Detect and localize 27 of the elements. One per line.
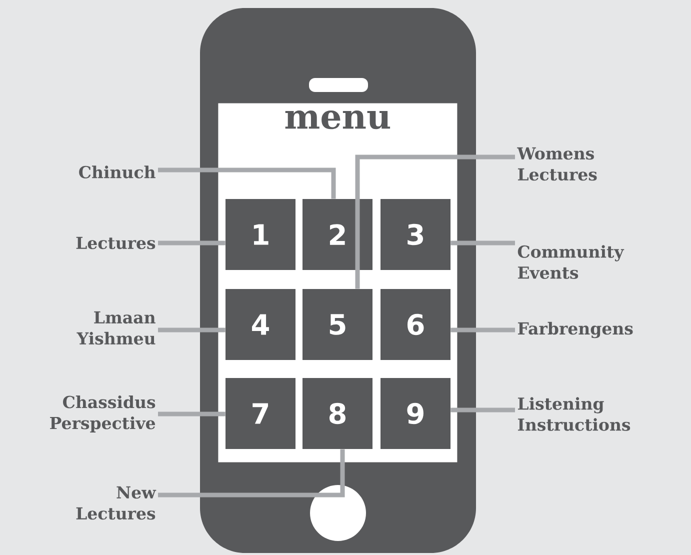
menu-label: Chassidus Perspective [50,396,156,432]
number-tile: 9 [380,378,450,449]
number-tile: 4 [226,289,296,360]
menu-label: Chinuch [79,166,156,178]
number-tile: 8 [302,378,372,449]
leader-line [158,449,345,498]
number-tile: 6 [380,289,450,360]
menu-label: Lectures [76,236,156,250]
number-tile: 3 [380,199,450,270]
menu-label: Farbrengens [518,322,633,338]
number-tile: 1 [226,199,296,270]
leader-line [450,328,515,332]
number-tile: 7 [226,378,296,449]
leader-line [450,240,515,246]
menu-label: Community Events [518,245,624,279]
leader-line [158,168,336,199]
number-tile: 5 [302,289,372,360]
leader-line [355,154,515,289]
number-tile: 2 [302,199,372,270]
menu-label: Womens Lectures [517,147,597,181]
menu-label: New Lectures [76,486,156,520]
menu-label: Lmaan Yishmeu [76,311,156,345]
leader-line [158,328,226,332]
leader-line [158,412,226,416]
leader-line [158,240,226,246]
leader-line [450,408,515,412]
menu-label: Listening Instructions [518,397,630,431]
